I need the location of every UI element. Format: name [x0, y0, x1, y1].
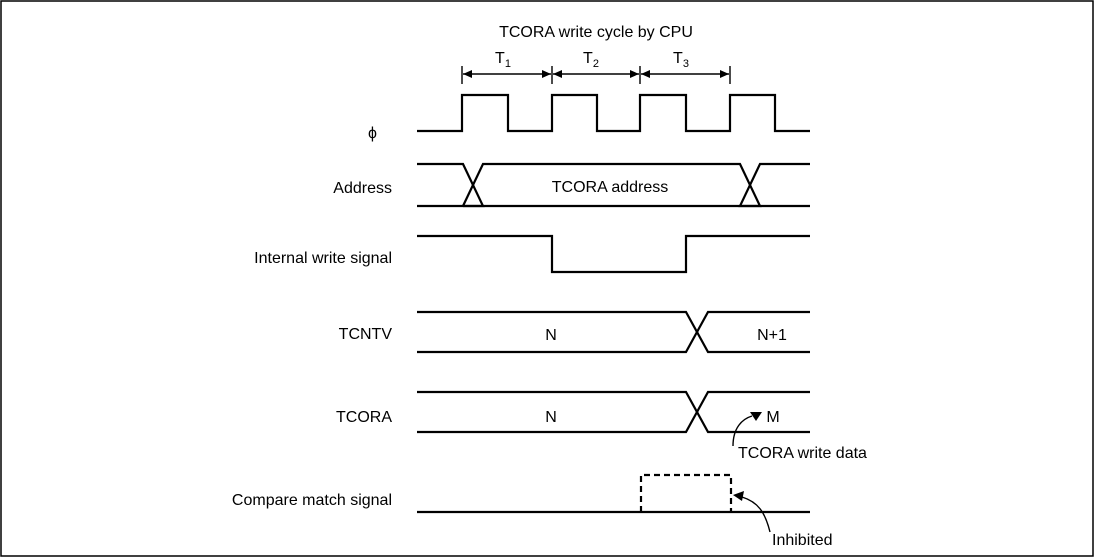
write-signal-waveform [417, 234, 810, 274]
cycle-label-t3: T3 [673, 50, 689, 70]
tcora-bus-waveform [417, 390, 810, 434]
label-address: Address [333, 180, 392, 197]
arrowhead-icon [733, 491, 744, 501]
inhibited-pointer [741, 496, 771, 533]
arrowhead-left-icon [553, 70, 562, 78]
cycle-markers: T1 T2 T3 [461, 50, 731, 84]
label-tcora: TCORA [336, 409, 392, 426]
write-data-annotation: TCORA write data [738, 445, 867, 462]
address-value: TCORA address [552, 179, 668, 196]
label-phi: ϕ [368, 125, 377, 142]
compare-match-inhibited-pulse [639, 473, 733, 512]
arrowhead-right-icon [720, 70, 729, 78]
label-write-signal: Internal write signal [254, 250, 392, 267]
inhibited-annotation: Inhibited [772, 532, 833, 549]
arrowhead-left-icon [463, 70, 472, 78]
tcntv-value-after: N+1 [757, 327, 787, 344]
cycle-label-t1: T1 [495, 50, 511, 70]
arrowhead-left-icon [641, 70, 650, 78]
arrowhead-right-icon [542, 70, 551, 78]
phi-clock-waveform [417, 93, 810, 133]
cycle-label-t2: T2 [583, 50, 599, 70]
address-bus-waveform [417, 162, 810, 208]
label-tcntv: TCNTV [339, 326, 393, 343]
diagram-title: TCORA write cycle by CPU [499, 24, 693, 41]
write-data-pointer [732, 415, 753, 447]
tcora-value-after: M [766, 409, 779, 426]
tcora-value-before: N [545, 409, 557, 426]
tcntv-value-before: N [545, 327, 557, 344]
tcntv-bus-waveform [417, 310, 810, 354]
arrowhead-icon [750, 412, 762, 421]
arrowhead-right-icon [630, 70, 639, 78]
label-compare-match: Compare match signal [232, 492, 392, 509]
